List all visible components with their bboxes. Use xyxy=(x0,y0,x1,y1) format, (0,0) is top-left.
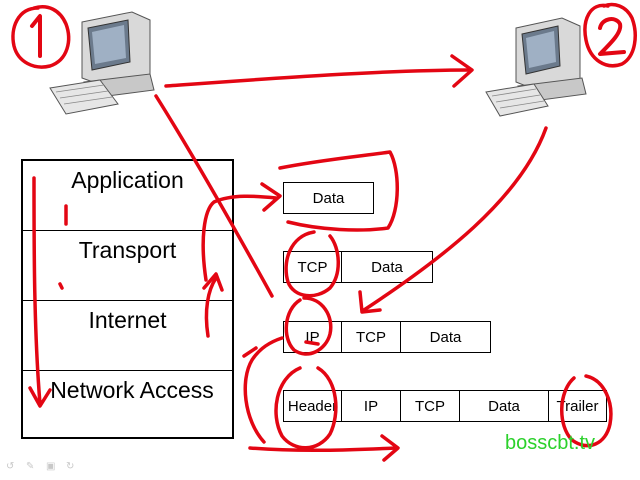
packet-cell-tcp: TCP xyxy=(342,322,401,352)
layer-application: Application xyxy=(23,161,232,231)
layer-transport: Transport xyxy=(23,231,232,301)
handwritten-2-icon xyxy=(598,17,626,56)
packet-cell-trailer: Trailer xyxy=(556,397,599,415)
arrow-host2-down xyxy=(362,126,548,312)
screen-icon[interactable]: ▣ xyxy=(46,461,56,472)
forward-arrow-icon[interactable]: ↻ xyxy=(66,461,75,472)
pen-icon[interactable]: ✎ xyxy=(26,461,35,472)
packet-cell-data: Data xyxy=(371,258,403,276)
circle-tcp xyxy=(284,230,340,298)
circle-host-2 xyxy=(583,2,637,68)
arrow-host-to-host xyxy=(164,68,472,88)
arrow-down-stack xyxy=(32,176,42,406)
tcpip-layer-stack: Application Transport Internet Network A… xyxy=(21,159,234,439)
layer-network-access: Network Access xyxy=(23,371,232,441)
layer-internet: Internet xyxy=(23,301,232,371)
arrow-up-to-transport xyxy=(204,276,218,338)
loop-data-box xyxy=(278,150,399,232)
circle-trailer xyxy=(560,374,613,448)
circle-ip xyxy=(284,296,333,356)
packet-application: Data xyxy=(283,182,374,214)
layer-label: Internet xyxy=(88,307,167,333)
circle-host-1 xyxy=(11,5,71,69)
packet-cell-ip: IP xyxy=(342,391,401,421)
layer-label: Network Access xyxy=(50,377,214,403)
arrow-swoop-up xyxy=(243,336,284,444)
watermark-text: bosscbt.tv xyxy=(505,432,596,454)
packet-cell-data: Data xyxy=(460,391,549,421)
back-arrow-icon[interactable]: ↺ xyxy=(6,461,15,472)
layer-label: Application xyxy=(71,167,184,193)
packet-cell-tcp: TCP xyxy=(401,391,460,421)
arrow-bottom-right xyxy=(248,446,398,453)
packet-cell-data: Data xyxy=(312,189,345,207)
packet-transport: TCP Data xyxy=(283,251,433,283)
packet-internet: IP TCP Data xyxy=(283,321,491,353)
computer-2-icon xyxy=(485,17,587,117)
packet-cell-header: Header xyxy=(284,391,342,421)
line-host1-down xyxy=(154,94,274,298)
circle-header xyxy=(274,366,338,450)
arrow-up-to-app xyxy=(201,194,278,282)
packet-cell-tcp: TCP xyxy=(284,252,342,282)
computer-1-icon xyxy=(49,11,155,115)
layer-label: Transport xyxy=(78,237,177,263)
player-toolbar: ↺ ✎ ▣ ↻ xyxy=(6,462,78,472)
packet-network-access: Header IP TCP Data Trailer xyxy=(283,390,607,422)
handwritten-1-icon xyxy=(30,14,42,58)
packet-cell-data: Data xyxy=(429,328,462,346)
